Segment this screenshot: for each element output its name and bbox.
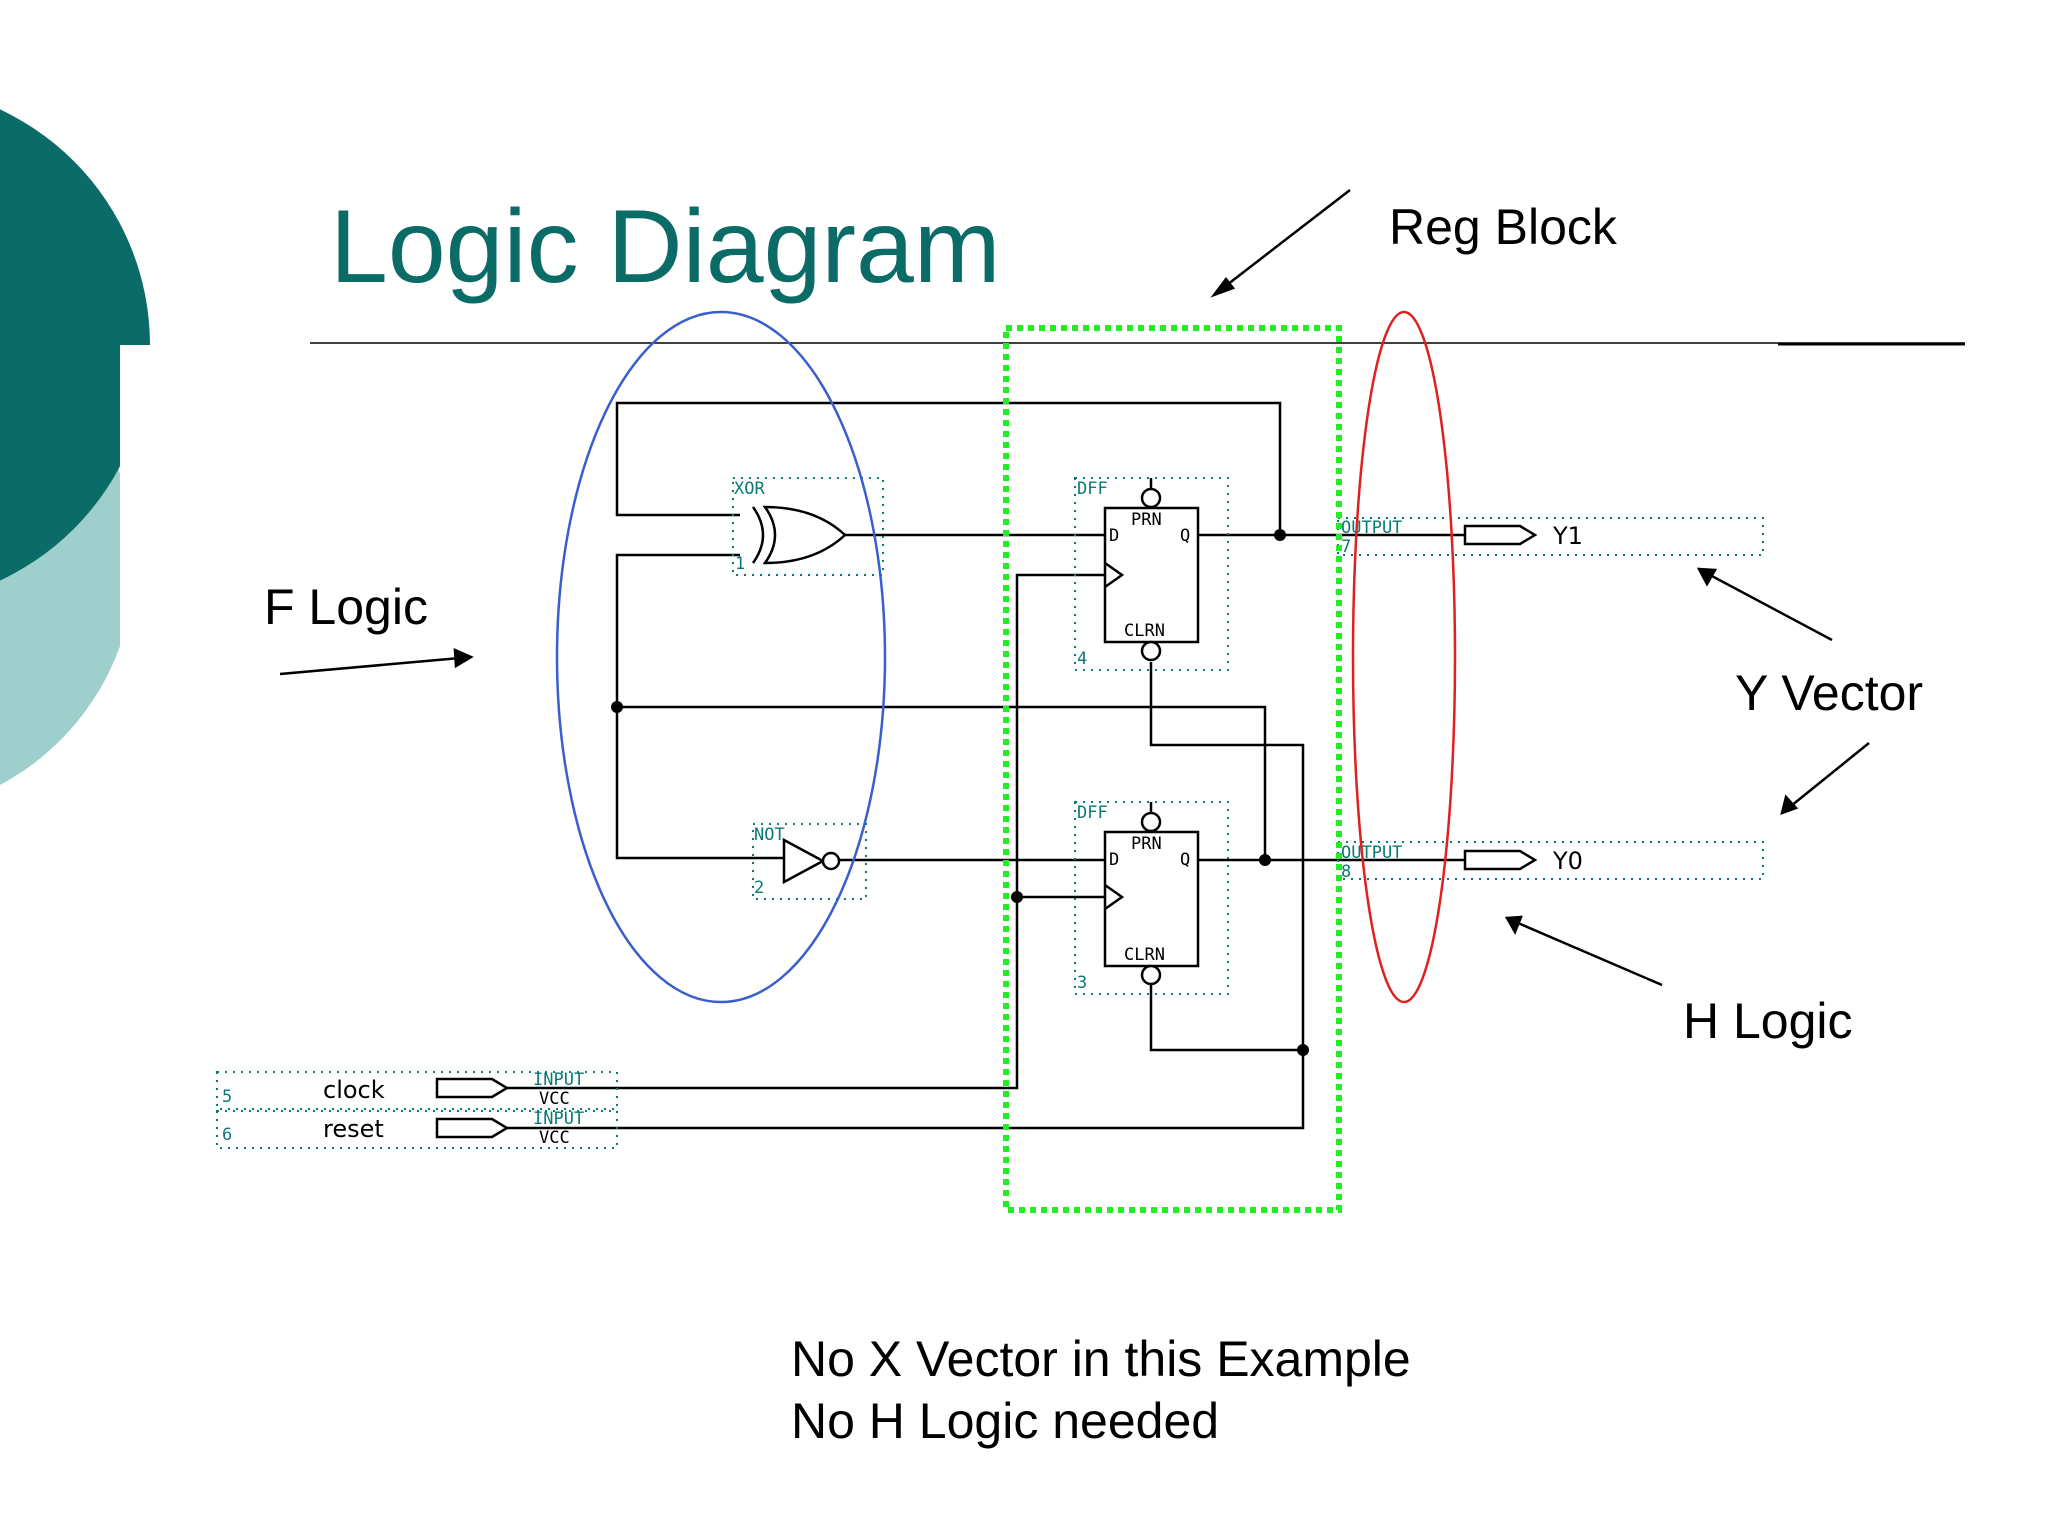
footer-note: No X Vector in this Example No H Logic n… <box>791 1328 1411 1452</box>
input-reset-vcc: VCC <box>539 1128 570 1148</box>
xor-gate: XOR 1 <box>732 477 884 576</box>
input-clock-label: INPUT <box>533 1070 584 1090</box>
output-y1-name: Y1 <box>1552 522 1583 550</box>
input-reset-number: 6 <box>222 1125 232 1145</box>
slide-title: Logic Diagram <box>330 189 1001 305</box>
output-y0-number: 8 <box>1341 862 1351 882</box>
output-y1-number: 7 <box>1341 537 1351 557</box>
dff-bottom-number: 3 <box>1077 973 1087 993</box>
output-y1: OUTPUT 7 Y1 <box>1337 517 1764 557</box>
dff-top: DFF PRN D Q CLRN 4 <box>1074 477 1229 671</box>
annotation-arrows <box>279 189 1870 987</box>
not-number: 2 <box>754 878 764 898</box>
output-y1-label: OUTPUT <box>1341 518 1402 538</box>
input-clock-name: clock <box>323 1076 385 1104</box>
footer-line-1: No X Vector in this Example <box>791 1331 1411 1387</box>
not-label: NOT <box>754 825 785 845</box>
xor-number: 1 <box>735 554 745 574</box>
dff-bottom: DFF PRN D Q CLRN 3 <box>1074 801 1229 995</box>
dff-top-prn: PRN <box>1131 510 1162 530</box>
wires <box>555 401 1465 1130</box>
input-reset: 6 reset INPUT VCC <box>216 1109 618 1149</box>
h-logic-ellipse <box>1351 310 1457 1004</box>
input-clock: 5 clock INPUT VCC <box>216 1070 618 1110</box>
dff-bottom-label: DFF <box>1077 803 1108 823</box>
xor-label: XOR <box>734 479 765 499</box>
h-logic-label: H Logic <box>1683 993 1853 1049</box>
output-y0-name: Y0 <box>1552 847 1583 875</box>
footer-line-2: No H Logic needed <box>791 1393 1220 1449</box>
input-reset-name: reset <box>323 1115 384 1143</box>
decorative-side-shapes <box>0 109 160 820</box>
dff-bottom-q: Q <box>1180 850 1190 870</box>
input-reset-label: INPUT <box>533 1109 584 1129</box>
dff-bottom-prn: PRN <box>1131 834 1162 854</box>
output-y0-label: OUTPUT <box>1341 843 1402 863</box>
dff-top-d: D <box>1109 526 1119 546</box>
dff-top-label: DFF <box>1077 479 1108 499</box>
junction-dots <box>611 529 1309 1056</box>
dff-bottom-clrn: CLRN <box>1124 945 1165 965</box>
f-logic-label: F Logic <box>264 579 428 635</box>
dff-top-clrn: CLRN <box>1124 621 1165 641</box>
dff-top-q: Q <box>1180 526 1190 546</box>
dff-top-number: 4 <box>1077 649 1087 669</box>
reg-block-box <box>1003 325 1342 1213</box>
input-clock-number: 5 <box>222 1087 232 1107</box>
reg-block-label: Reg Block <box>1389 199 1617 255</box>
dff-bottom-d: D <box>1109 850 1119 870</box>
output-y0: OUTPUT 8 Y0 <box>1337 841 1764 882</box>
input-clock-vcc: VCC <box>539 1089 570 1109</box>
f-logic-ellipse <box>555 310 887 1004</box>
y-vector-label: Y Vector <box>1735 665 1924 721</box>
not-gate: NOT 2 <box>752 823 867 900</box>
